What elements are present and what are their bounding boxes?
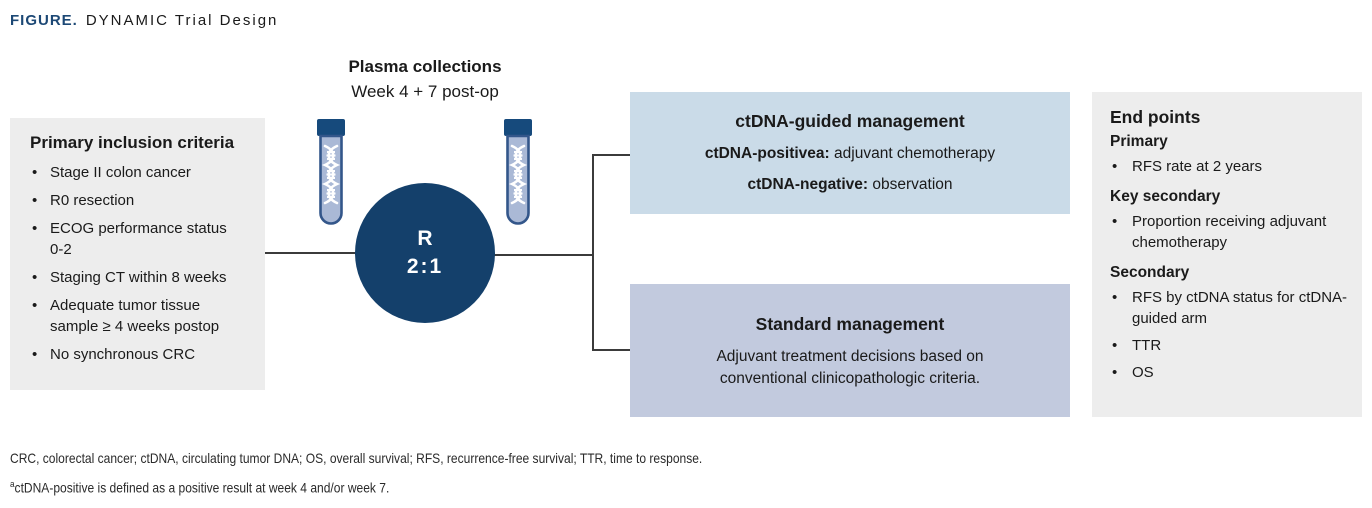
endpoints-section-secondary: Secondary RFS by ctDNA status for ctDNA-…: [1110, 264, 1350, 383]
endpoints-heading: End points: [1110, 107, 1201, 127]
randomization-ratio: 2:1: [406, 255, 444, 278]
list-item: ECOG performance status 0-2: [30, 218, 242, 260]
ctdna-arm-heading: ctDNA-guided management: [735, 111, 965, 131]
dna-plasma-tube-icon: [504, 119, 532, 225]
ctdna-positive-line: ctDNA-positivea: adjuvant chemotherapy: [630, 145, 1070, 163]
list-item: RFS rate at 2 years: [1110, 156, 1350, 177]
randomization-circle: R 2:1: [355, 183, 495, 323]
plasma-collections-label: Plasma collections Week 4 + 7 post-op: [300, 54, 550, 104]
randomization-letter: R: [417, 227, 433, 250]
endpoints-section-key-secondary: Key secondary Proportion receiving adjuv…: [1110, 188, 1350, 253]
list-item: Stage II colon cancer: [30, 162, 242, 183]
endpoints-section-label: Secondary: [1110, 264, 1190, 281]
abbreviations-footnote: CRC, colorectal cancer; ctDNA, circulati…: [10, 450, 703, 466]
figure-title: FIGURE. DYNAMIC Trial Design: [10, 12, 278, 29]
dna-plasma-tube-icon: [317, 119, 345, 225]
footnote-text: ctDNA-positive is defined as a positive …: [14, 479, 390, 496]
ctdna-positive-action: adjuvant chemotherapy: [829, 145, 996, 162]
ctdna-negative-action: observation: [868, 176, 953, 193]
connector-line-circle-to-split: [493, 254, 593, 256]
endpoints-section-primary: Primary RFS rate at 2 years: [1110, 133, 1350, 177]
standard-arm-heading: Standard management: [755, 314, 945, 334]
figure-title-text: DYNAMIC Trial Design: [85, 12, 279, 29]
list-item: RFS by ctDNA status for ctDNA-guided arm: [1110, 287, 1350, 329]
inclusion-list: Stage II colon cancer R0 resection ECOG …: [30, 162, 242, 365]
list-item: Adequate tumor tissue sample ≥ 4 weeks p…: [30, 295, 242, 337]
list-item: No synchronous CRC: [30, 344, 242, 365]
list-item: Staging CT within 8 weeks: [30, 267, 242, 288]
footnotes: CRC, colorectal cancer; ctDNA, circulati…: [10, 450, 702, 508]
standard-management-box: Standard management Adjuvant treatment d…: [630, 284, 1070, 417]
ctdna-guided-management-box: ctDNA-guided management ctDNA-positivea:…: [630, 92, 1070, 214]
endpoints-section-label: Primary: [1110, 133, 1168, 150]
list-item: TTR: [1110, 335, 1350, 356]
connector-line-inclusion-to-circle: [265, 252, 357, 254]
list-item: OS: [1110, 362, 1350, 383]
standard-arm-body: Adjuvant treatment decisions based on co…: [716, 348, 984, 387]
plasma-subtitle: Week 4 + 7 post-op: [351, 82, 499, 101]
figure-label: FIGURE.: [10, 12, 78, 29]
primary-inclusion-criteria-box: Primary inclusion criteria Stage II colo…: [10, 118, 265, 390]
endpoints-section-label: Key secondary: [1110, 188, 1221, 205]
connector-line-to-ctdna-arm: [594, 154, 631, 156]
list-item: R0 resection: [30, 190, 242, 211]
ctdna-positive-label: ctDNA-positivea:: [704, 145, 830, 162]
list-item: Proportion receiving adjuvant chemothera…: [1110, 211, 1350, 253]
inclusion-heading: Primary inclusion criteria: [30, 133, 235, 152]
ctdna-negative-label: ctDNA-negative:: [747, 176, 869, 193]
footnote-marker: a: [10, 479, 15, 490]
ctdna-negative-line: ctDNA-negative: observation: [630, 176, 1070, 194]
plasma-title: Plasma collections: [348, 57, 502, 76]
connector-line-to-standard-arm: [594, 349, 631, 351]
ctdna-positive-footnote: actDNA-positive is defined as a positive…: [10, 479, 702, 496]
connector-line-vertical-split: [592, 154, 594, 351]
end-points-box: End points Primary RFS rate at 2 years K…: [1092, 92, 1362, 417]
